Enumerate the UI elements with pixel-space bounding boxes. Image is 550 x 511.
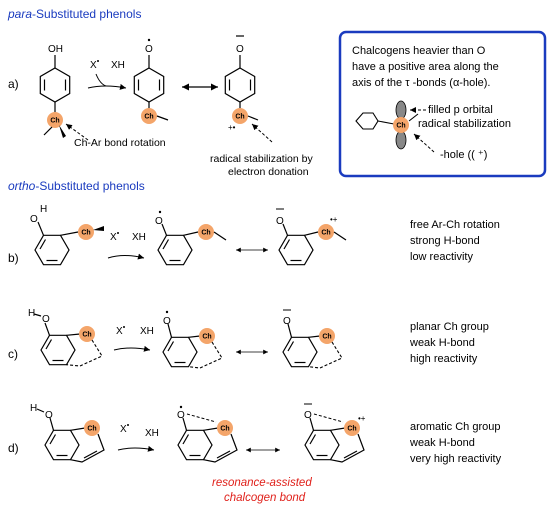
svg-text:XH: XH — [132, 232, 146, 243]
x-radical-label: X — [90, 60, 97, 71]
svg-text:X: X — [116, 326, 123, 337]
o-atom: O — [30, 214, 38, 225]
row-label-b: b) — [8, 251, 19, 265]
para-header: para-Substituted phenols — [7, 7, 141, 21]
svg-text:O: O — [283, 316, 291, 327]
row-label-a: a) — [8, 77, 19, 91]
ortho-header: ortho-Substituted phenols — [8, 179, 145, 193]
svg-text:Ch: Ch — [202, 334, 211, 341]
chalcogen-info-box — [338, 30, 547, 178]
para-phenol-molecule: OH Ch — [39, 44, 71, 138]
ortho-phenol-c: O H Ch — [28, 308, 103, 367]
resonance-d: O Ch •+ — [304, 403, 366, 463]
desc-c-3: high reactivity — [410, 353, 478, 365]
desc-d-3: very high reactivity — [410, 453, 502, 465]
desc-b-1: free Ar-Ch rotation — [410, 219, 500, 231]
svg-text:Ch: Ch — [322, 334, 331, 341]
svg-text:O: O — [304, 410, 312, 421]
desc-c-2: weak H-bond — [409, 337, 475, 349]
desc-d-1: aromatic Ch group — [410, 421, 501, 433]
svg-text:Ch: Ch — [321, 230, 330, 237]
phenoxyl-radical-a: O Ch — [133, 38, 169, 124]
svg-text:•+: •+ — [330, 215, 338, 224]
o-atom: O — [145, 44, 153, 55]
radical-d: O Ch — [177, 405, 238, 463]
filled-p-label: filled p orbital — [428, 104, 493, 116]
reaction-arrow-d — [117, 445, 155, 452]
svg-text:+•: +• — [228, 123, 236, 132]
ortho-phenol-d: O H Ch — [30, 403, 105, 463]
donation-arrow — [251, 123, 273, 143]
o-atom: O — [236, 44, 244, 55]
reaction-arrow-a — [87, 83, 127, 90]
svg-text:O: O — [42, 314, 50, 325]
reaction-arrow-c — [113, 345, 151, 352]
radical-stab-line2: electron donation — [228, 166, 309, 178]
svg-text:Ch: Ch — [144, 114, 153, 121]
svg-text:Ch: Ch — [347, 426, 356, 433]
row-label-d: d) — [8, 441, 19, 455]
radical-stab-line1: radical stabilization by — [210, 153, 313, 165]
resonance-label-line2: chalcogen bond — [224, 492, 306, 504]
phenoxide-resonance-a: O Ch +• — [224, 35, 259, 132]
desc-b-2: strong H-bond — [410, 235, 480, 247]
radical-stab-label: radical stabilization — [418, 118, 511, 130]
resonance-c: O Ch — [282, 309, 343, 369]
ch-circle — [47, 112, 63, 128]
svg-text:Ch: Ch — [220, 426, 229, 433]
rotation-arrow — [65, 123, 89, 141]
svg-text:Ch: Ch — [87, 426, 96, 433]
svg-text:O: O — [45, 410, 53, 421]
box-line3: axis of the τ -bonds (α-hole). — [352, 77, 491, 89]
svg-text:O: O — [276, 216, 284, 227]
filled-p-orbital-top — [395, 100, 407, 120]
ortho-phenol-b: O H Ch — [30, 204, 104, 266]
svg-text:X: X — [120, 424, 127, 435]
svg-text:XH: XH — [140, 326, 154, 337]
svg-text:XH: XH — [145, 428, 159, 439]
reaction-arrow-b — [107, 253, 145, 260]
filled-p-orbital-bottom — [395, 130, 407, 150]
radical-c: O Ch — [162, 310, 223, 369]
svg-text:Ch: Ch — [396, 123, 405, 130]
svg-text:•+: •+ — [358, 414, 366, 423]
svg-text:H: H — [30, 403, 37, 414]
radical-b: O Ch — [155, 210, 227, 266]
svg-text:O: O — [155, 216, 163, 227]
svg-text:O: O — [177, 410, 185, 421]
ch-atom: Ch — [50, 118, 59, 125]
desc-d-2: weak H-bond — [409, 437, 475, 449]
box-line1: Chalcogens heavier than O — [352, 45, 486, 57]
svg-text:O: O — [163, 316, 171, 327]
svg-text:Ch: Ch — [81, 230, 90, 237]
bond-rotation-label: Ch-Ar bond rotation — [74, 137, 166, 149]
svg-text:X: X — [110, 232, 117, 243]
h-atom: H — [40, 204, 47, 215]
desc-c-1: planar Ch group — [410, 321, 489, 333]
oh-atom: OH — [48, 44, 63, 55]
svg-text:Ch: Ch — [82, 332, 91, 339]
desc-b-3: low reactivity — [410, 251, 473, 263]
box-line2: have a positive area along the — [352, 61, 499, 73]
resonance-b: O Ch •+ — [276, 208, 347, 266]
xh-label: XH — [111, 60, 125, 71]
row-label-c: c) — [8, 347, 18, 361]
svg-text:H: H — [28, 308, 35, 319]
chalcogen-bond-d — [186, 413, 217, 423]
svg-text:Ch: Ch — [235, 114, 244, 121]
svg-text:Ch: Ch — [201, 230, 210, 237]
sigma-hole-label: -hole (( ⁺) — [440, 149, 487, 161]
resonance-label-line1: resonance-assisted — [212, 477, 312, 489]
orbital-diagram: Ch — [355, 100, 419, 150]
